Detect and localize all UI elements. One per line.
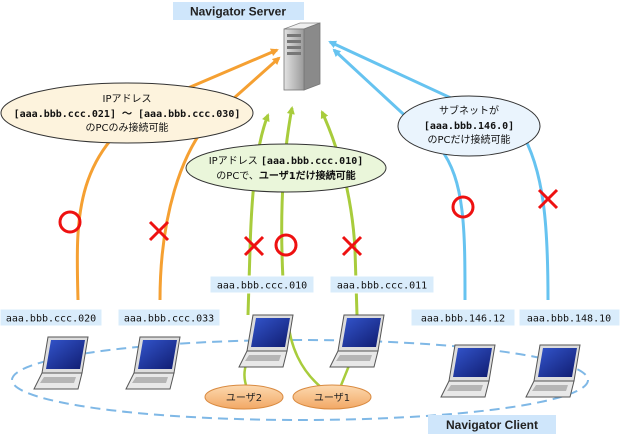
svg-text:IPアドレス [aaa.bbb.ccc.010]: IPアドレス [aaa.bbb.ccc.010] xyxy=(209,156,364,167)
svg-text:Navigator Client: Navigator Client xyxy=(446,418,538,432)
denied-mark-pc6 xyxy=(537,188,559,210)
user1-connection-line-1 xyxy=(286,319,323,389)
allowed-mark-pc1 xyxy=(58,210,82,234)
denied-mark-pc2 xyxy=(148,220,170,242)
denied-mark-user2 xyxy=(243,235,265,257)
svg-text:のPCだけ接続可能: のPCだけ接続可能 xyxy=(427,133,510,146)
svg-text:aaa.bbb.ccc.010: aaa.bbb.ccc.010 xyxy=(217,281,307,292)
user2-bubble: ユーザ2 xyxy=(204,384,284,410)
callout-ip-range: IPアドレス [aaa.bbb.ccc.021] ～ [aaa.bbb.ccc.… xyxy=(0,82,254,144)
svg-text:IPアドレス: IPアドレス xyxy=(103,94,152,105)
ip-label-pc2: aaa.bbb.ccc.033 xyxy=(117,308,221,327)
laptop-icon-pc4 xyxy=(329,314,385,368)
client-group-ellipse xyxy=(11,339,589,421)
svg-text:のPCのみ接続可能: のPCのみ接続可能 xyxy=(85,121,168,134)
client-label: Navigator Client xyxy=(428,415,556,434)
ip-label-pc3: aaa.bbb.ccc.010 xyxy=(209,275,315,294)
svg-text:aaa.bbb.ccc.011: aaa.bbb.ccc.011 xyxy=(337,281,427,292)
laptop-icon-pc1 xyxy=(33,336,89,390)
denied-mark-pc4 xyxy=(341,235,363,257)
svg-text:サブネットが: サブネットが xyxy=(439,104,499,117)
ip-label-pc5: aaa.bbb.146.12 xyxy=(410,308,516,327)
svg-text:ユーザ2: ユーザ2 xyxy=(226,392,262,404)
ip-label-pc4: aaa.bbb.ccc.011 xyxy=(329,275,435,294)
callout-user-line1-ip: [aaa.bbb.ccc.010] xyxy=(261,156,363,167)
svg-text:[aaa.bbb.ccc.021] ～ [aaa.bbb.c: [aaa.bbb.ccc.021] ～ [aaa.bbb.ccc.030] xyxy=(14,109,241,120)
laptop-icon-pc6 xyxy=(525,344,581,398)
svg-text:Navigator Server: Navigator Server xyxy=(190,5,286,19)
ip-label-pc6: aaa.bbb.148.10 xyxy=(518,308,620,327)
user1-bubble: ユーザ1 xyxy=(292,384,372,410)
server-icon xyxy=(283,22,321,91)
callout-user-line2-strong: ユーザ1だけ接続可能 xyxy=(259,169,356,182)
callout-user-line1-prefix: IPアドレス xyxy=(209,156,261,167)
server-label: Navigator Server xyxy=(173,2,304,20)
svg-text:ユーザ1: ユーザ1 xyxy=(314,392,350,404)
allowed-mark-pc5 xyxy=(451,195,475,219)
ip-label-pc1: aaa.bbb.ccc.020 xyxy=(0,308,103,327)
callout-subnet: サブネットが [aaa.bbb.146.0] のPCだけ接続可能 xyxy=(397,95,541,157)
svg-text:aaa.bbb.146.12: aaa.bbb.146.12 xyxy=(421,314,505,325)
laptop-icon-pc3 xyxy=(238,314,294,368)
callout-user-restriction: IPアドレス [aaa.bbb.ccc.010] のPCで、ユーザ1だけ接続可能 xyxy=(185,143,387,193)
allowed-mark-user1 xyxy=(274,233,298,257)
svg-text:aaa.bbb.148.10: aaa.bbb.148.10 xyxy=(527,314,611,325)
svg-text:aaa.bbb.ccc.033: aaa.bbb.ccc.033 xyxy=(124,314,214,325)
laptop-icon-pc2 xyxy=(125,336,181,390)
callout-user-line2-prefix: のPCで、 xyxy=(216,171,259,182)
laptop-icon-pc5 xyxy=(440,344,496,398)
svg-text:[aaa.bbb.146.0]: [aaa.bbb.146.0] xyxy=(424,121,514,132)
svg-text:aaa.bbb.ccc.020: aaa.bbb.ccc.020 xyxy=(6,314,96,325)
svg-text:のPCで、ユーザ1だけ接続可能: のPCで、ユーザ1だけ接続可能 xyxy=(216,169,355,182)
